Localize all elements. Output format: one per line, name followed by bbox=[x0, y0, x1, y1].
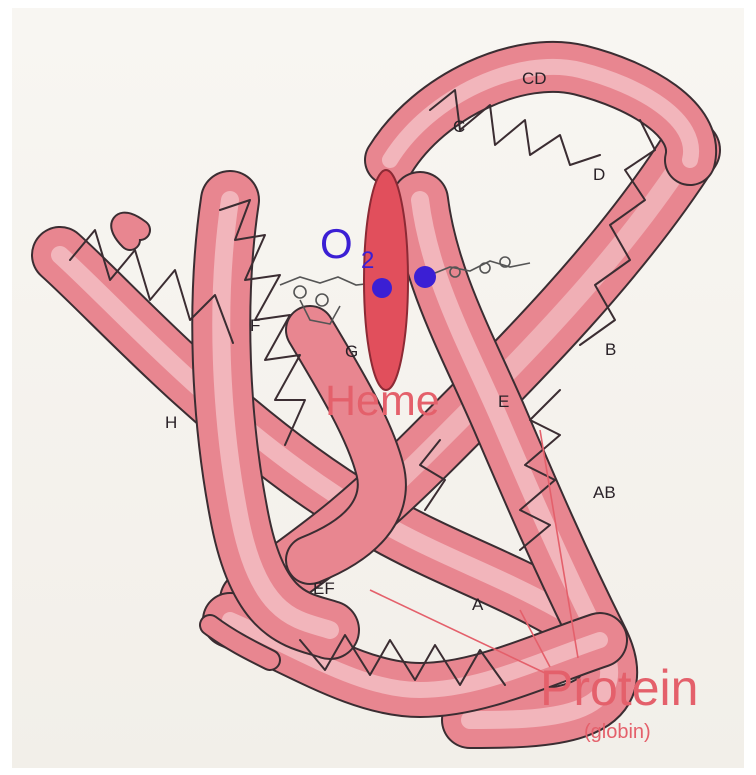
oxygen-label-subscript: 2 bbox=[361, 247, 374, 274]
helix-label-b: B bbox=[605, 340, 616, 359]
oxygen-atom-right bbox=[414, 266, 436, 288]
helix-label-a: A bbox=[472, 595, 484, 614]
heme-label: Heme bbox=[325, 377, 440, 425]
helix-label-h: H bbox=[165, 413, 177, 432]
helix-label-d: D bbox=[593, 165, 605, 184]
oxygen-label-main: O bbox=[320, 220, 353, 267]
helix-label-ab: AB bbox=[593, 483, 616, 502]
helix-label-ef: EF bbox=[313, 579, 335, 598]
helix-label-c: C bbox=[453, 117, 465, 136]
protein-label: Protein bbox=[540, 660, 698, 716]
helix-label-cd: CD bbox=[522, 69, 547, 88]
globin-label: (globin) bbox=[584, 721, 651, 743]
oxygen-atom-left bbox=[372, 278, 392, 298]
n-terminal-tail bbox=[121, 223, 140, 240]
helix-label-g: G bbox=[345, 342, 358, 361]
helix-label-f: F bbox=[250, 316, 260, 335]
helix-label-e: E bbox=[498, 392, 509, 411]
